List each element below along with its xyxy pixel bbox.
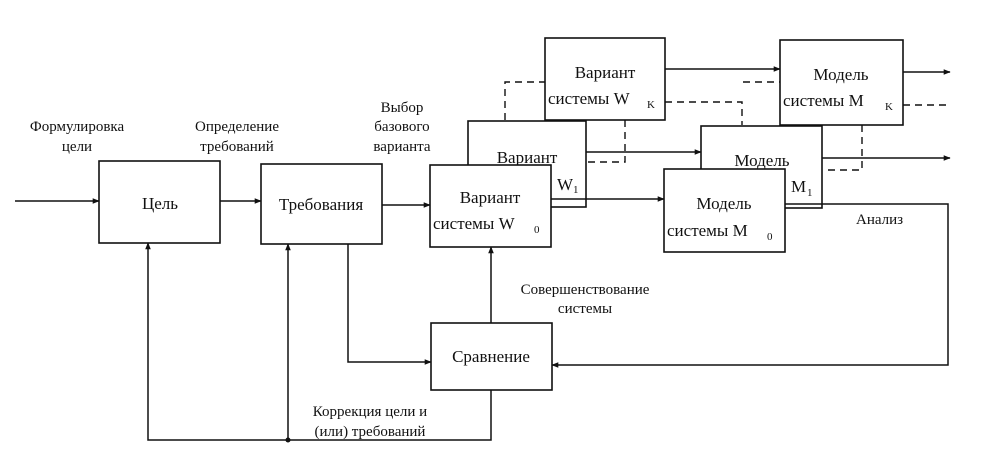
svg-text:Модель: Модель [696,194,751,213]
svg-text:Вариант: Вариант [460,188,521,207]
formulation-label: Формулировка цели [30,119,125,155]
requirements-box: Требования [260,163,383,245]
svg-text:системы M: системы M [783,91,864,110]
svg-text:0: 0 [767,231,773,243]
svg-text:W: W [557,175,574,194]
svg-text:требований: требований [200,139,274,155]
model-mk-box: Модель системы M K [779,39,904,126]
svg-text:Совершенствование: Совершенствование [521,282,650,298]
svg-text:Вариант: Вариант [497,148,558,167]
svg-text:K: K [647,99,655,111]
svg-text:(или) требований: (или) требований [315,424,426,440]
comparison-box: Сравнение [430,322,553,391]
base-choice-label: Выбор базового варианта [373,100,430,155]
svg-text:1: 1 [807,187,813,199]
svg-text:Требования: Требования [279,195,363,214]
correction-label: Коррекция цели и (или) требований [313,404,427,440]
svg-text:Выбор: Выбор [381,100,424,116]
svg-text:Формулировка: Формулировка [30,119,125,135]
requirements-def-label: Определение требований [195,119,279,155]
goal-box: Цель [98,160,221,244]
variant-w0-box: Вариант системы W 0 [429,164,552,248]
svg-text:Определение: Определение [195,119,279,135]
svg-text:Модель: Модель [734,151,789,170]
svg-text:Коррекция цели и: Коррекция цели и [313,404,427,420]
svg-text:Модель: Модель [813,65,868,84]
svg-text:системы W: системы W [433,214,516,233]
svg-text:базового: базового [374,119,429,135]
svg-text:Вариант: Вариант [575,63,636,82]
svg-text:системы W: системы W [548,89,631,108]
svg-text:системы M: системы M [667,221,748,240]
svg-text:M: M [791,177,806,196]
dashed-connectors [504,81,950,171]
analysis-label: Анализ [856,212,903,228]
svg-text:системы: системы [558,301,612,317]
model-m0-box: Модель системы M 0 [663,168,786,253]
svg-text:1: 1 [573,184,579,196]
svg-text:K: K [885,101,893,113]
variant-wk-box: Вариант системы W K [544,37,666,121]
svg-text:варианта: варианта [373,139,430,155]
flow-arrows [15,66,951,443]
svg-text:цели: цели [62,139,92,155]
svg-text:0: 0 [534,224,540,236]
svg-text:Сравнение: Сравнение [452,347,530,366]
svg-text:Цель: Цель [142,194,178,213]
improvement-label: Совершенствование системы [521,282,650,317]
